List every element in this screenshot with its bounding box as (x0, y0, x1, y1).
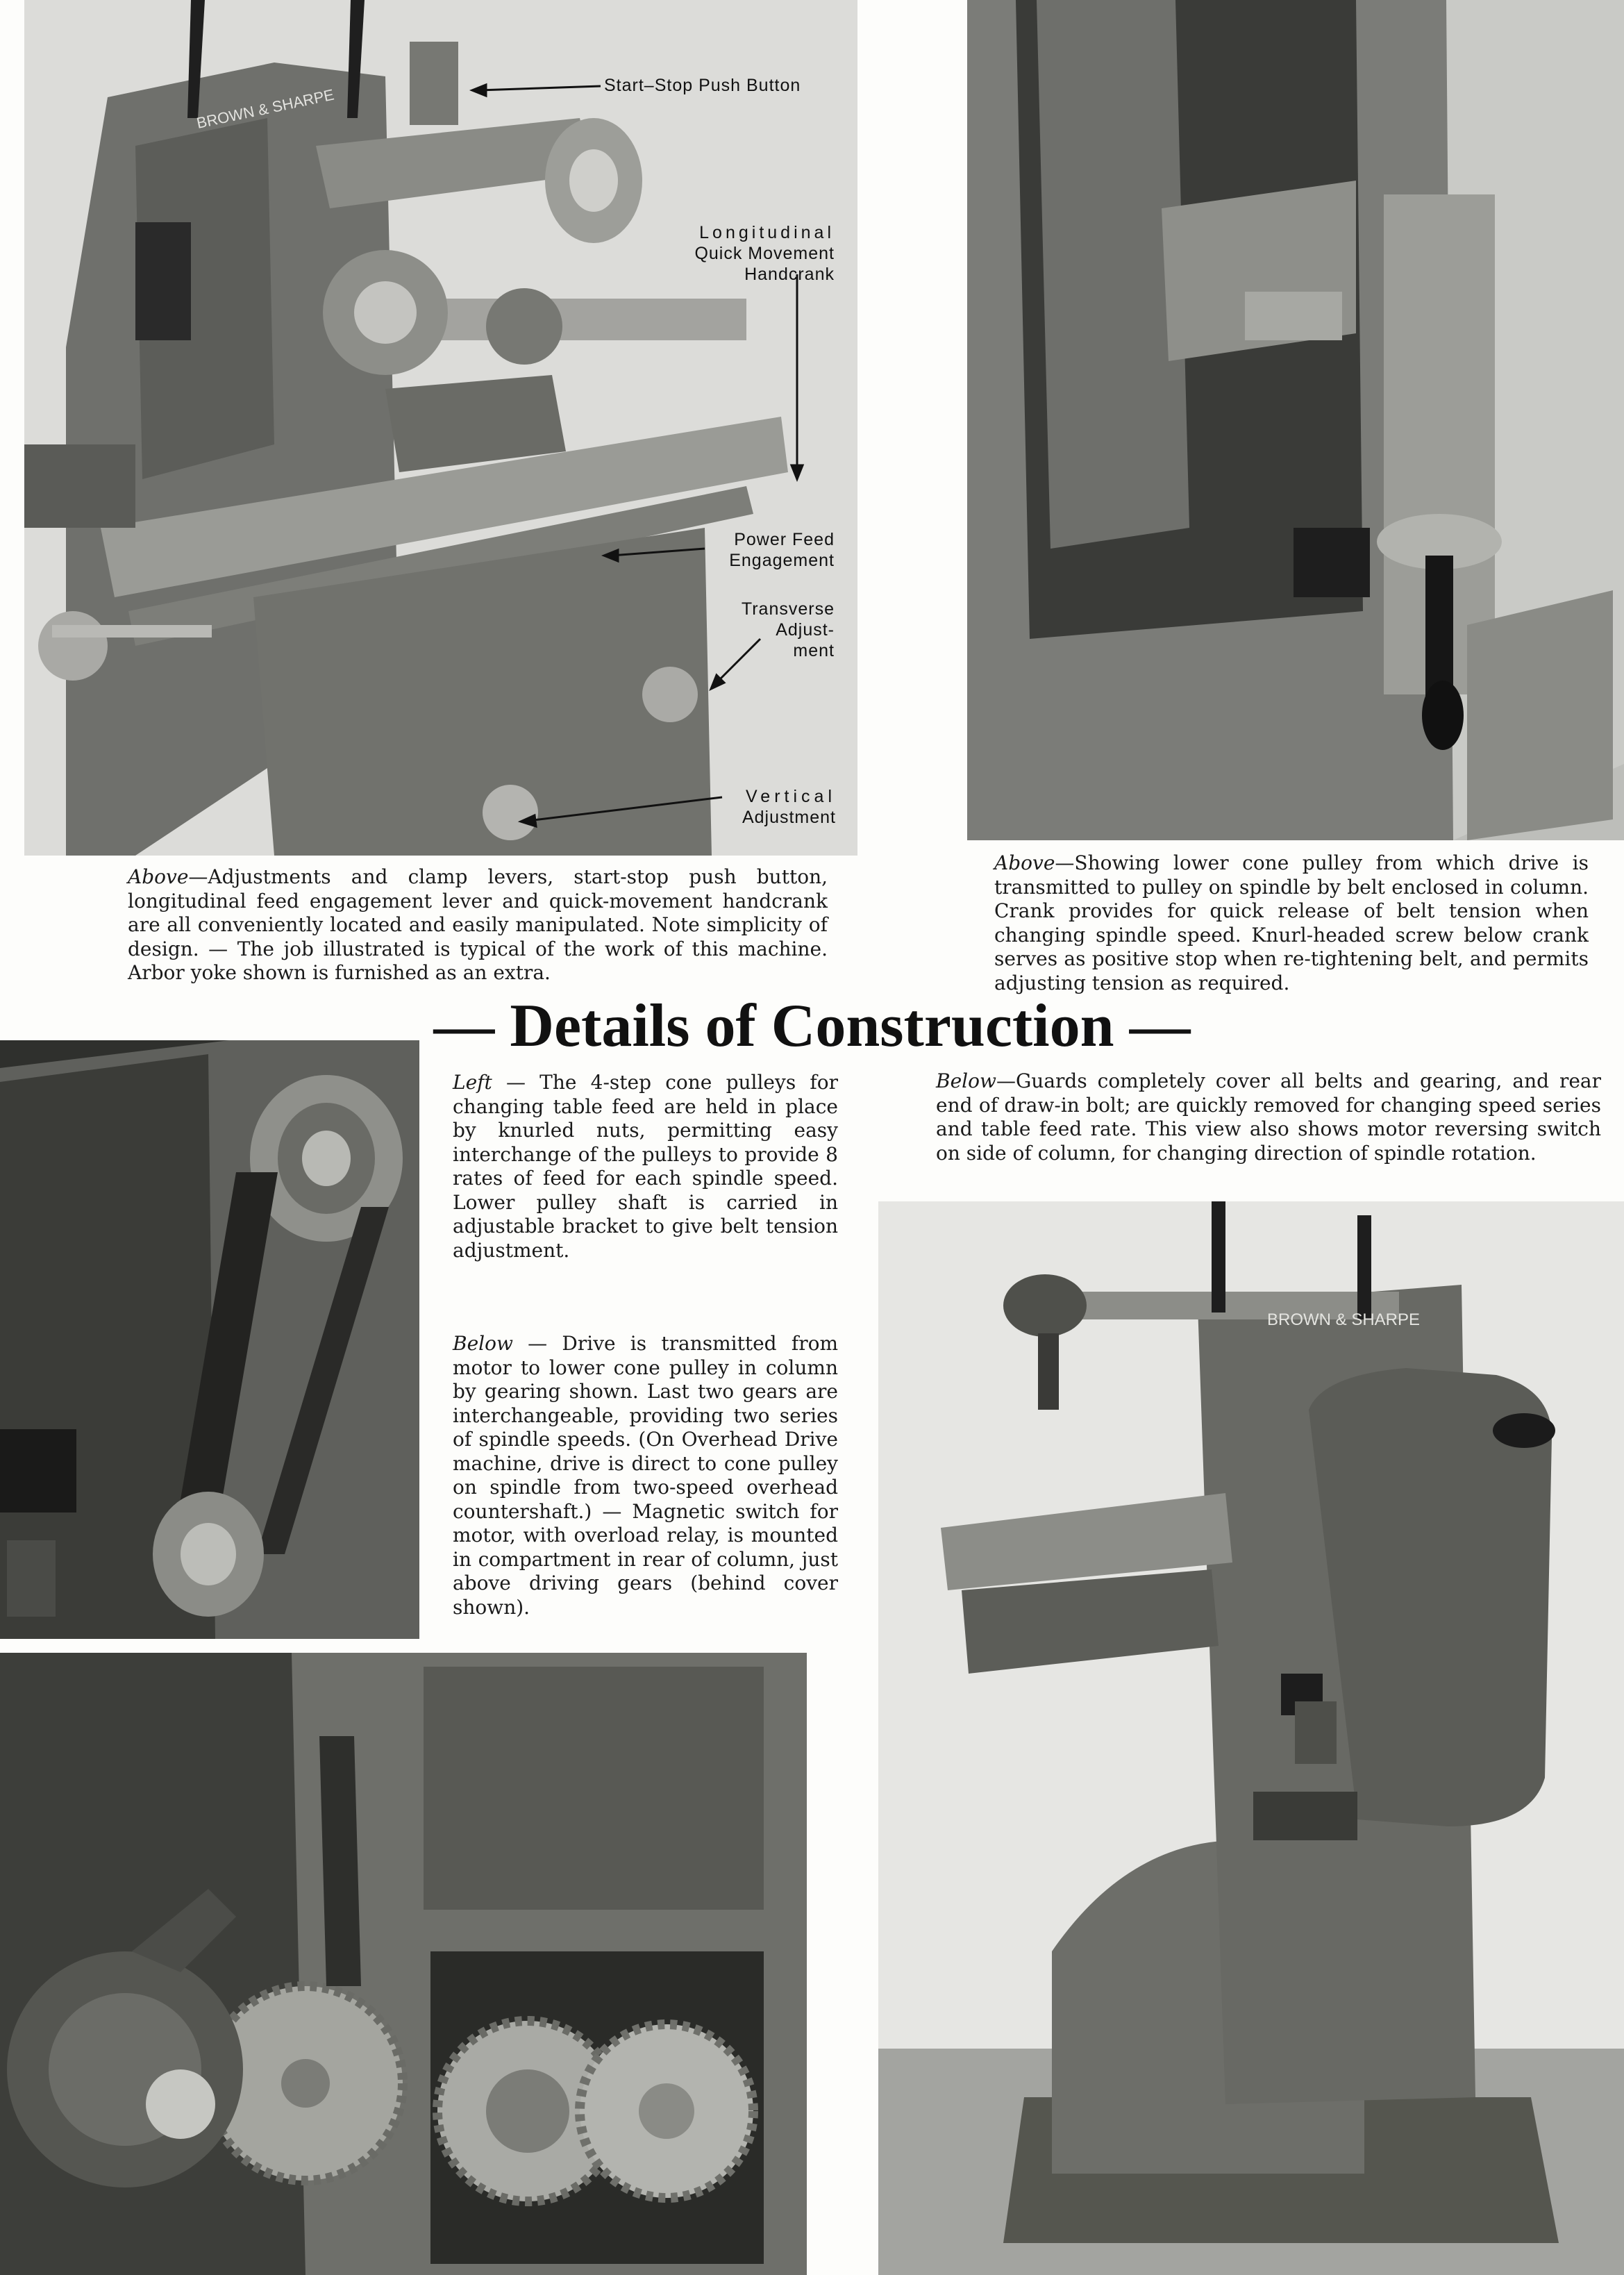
caption-middle-right: Below—Guards completely cover all belts … (936, 1069, 1601, 1165)
caption-middle-left: Left — The 4-step cone pulleys for chang… (453, 1071, 838, 1262)
callout-transverse-line2: Adjust- (776, 620, 835, 640)
callout-longitudinal-line3: Handcrank (744, 265, 835, 284)
caption-lower-left-lead: Below (453, 1332, 513, 1355)
caption-middle-right-lead: Below (936, 1069, 996, 1092)
caption-lower-left-body: — Drive is transmitted from motor to low… (453, 1332, 838, 1619)
callout-power-feed: Power Feed Engagement (667, 529, 835, 571)
page-title: — Details of Construction — (433, 992, 1191, 1060)
caption-middle-left-lead: Left (453, 1071, 492, 1094)
photo-lower-cone-pulley (967, 0, 1624, 840)
caption-lower-left: Below — Drive is transmitted from motor … (453, 1332, 838, 1619)
callout-transverse-line1: Transverse (741, 599, 835, 619)
callout-vertical-line2: Adjustment (742, 808, 836, 827)
nameplate-rear-text: BROWN & SHARPE (1267, 1310, 1420, 1329)
caption-middle-left-body: — The 4-step cone pulleys for changing t… (453, 1071, 838, 1262)
photo-machine-rear: BROWN & SHARPE (878, 1201, 1624, 2275)
callout-power-feed-line2: Engagement (729, 551, 835, 570)
callout-longitudinal: Longitudinal Quick Movement Handcrank (653, 222, 835, 285)
photo-machine-front: BROWN & SHARPE (24, 0, 857, 856)
callout-vertical-line1: Vertical (746, 787, 836, 806)
callout-longitudinal-line2: Quick Movement (694, 244, 835, 263)
caption-middle-right-body: —Guards completely cover all belts and g… (936, 1069, 1601, 1165)
callout-transverse: Transverse Adjust- ment (667, 599, 835, 661)
photo-driving-gears (0, 1653, 807, 2275)
caption-top-right: Above—Showing lower cone pulley from whi… (994, 851, 1589, 995)
callout-start-stop: Start–Stop Push Button (604, 76, 801, 95)
callout-longitudinal-line1: Longitudinal (699, 223, 835, 242)
callout-vertical: Vertical Adjustment (667, 786, 836, 828)
caption-top-left-lead: Above (128, 865, 189, 888)
caption-top-right-body: —Showing lower cone pulley from which dr… (994, 851, 1589, 994)
callout-transverse-line3: ment (793, 641, 835, 660)
caption-top-left: Above—Adjustments and clamp levers, star… (128, 865, 828, 985)
photo-cone-pulleys (0, 1040, 419, 1639)
caption-top-left-body: —Adjustments and clamp levers, start-sto… (128, 865, 828, 984)
caption-top-right-lead: Above (994, 851, 1055, 874)
callout-power-feed-line1: Power Feed (734, 530, 835, 549)
